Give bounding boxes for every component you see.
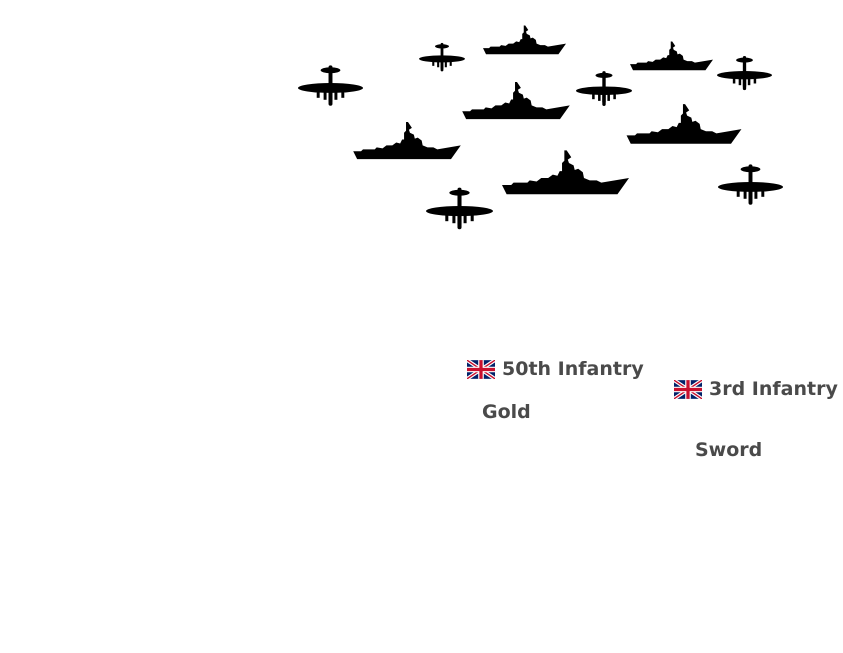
uk-flag-icon [674,380,702,399]
bomber-plane-icon[interactable] [576,70,632,108]
warship-icon[interactable] [630,40,713,74]
beach-label-sword: Sword [695,439,763,461]
bomber-plane-icon[interactable] [298,64,363,108]
unit-name: 50th Infantry [502,358,644,380]
warship-icon[interactable] [626,102,742,149]
unit-name: 3rd Infantry [709,378,838,400]
warship-icon[interactable] [462,80,570,124]
unit-label-50th-infantry[interactable]: 50th Infantry [467,358,644,380]
bomber-plane-icon[interactable] [717,55,772,92]
beach-label-gold: Gold [482,401,531,423]
warship-icon[interactable] [502,148,629,200]
bomber-plane-icon[interactable] [426,186,493,232]
warship-icon[interactable] [353,120,461,164]
unit-label-3rd-infantry[interactable]: 3rd Infantry [674,378,838,400]
warship-icon[interactable] [483,24,566,58]
bomber-plane-icon[interactable] [718,163,783,207]
uk-flag-icon [467,360,495,379]
bomber-plane-icon[interactable] [419,42,465,73]
